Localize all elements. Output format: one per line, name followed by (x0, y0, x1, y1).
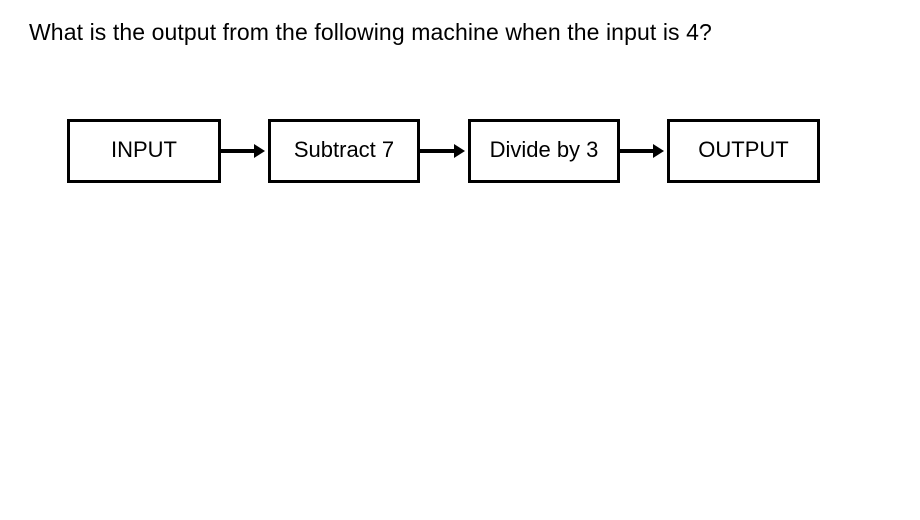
function-machine-diagram: INPUT Subtract 7 Divide by 3 OUTPUT (0, 0, 920, 220)
arrow-head-icon (454, 144, 465, 158)
machine-box-output-label: OUTPUT (698, 137, 789, 162)
flow-arrow-stage-2-to-output (620, 144, 667, 158)
machine-box-output: OUTPUT (667, 119, 820, 183)
arrow-head-icon (653, 144, 664, 158)
machine-box-input: INPUT (67, 119, 221, 183)
arrow-shaft (420, 149, 457, 153)
machine-box-divide-label: Divide by 3 (489, 137, 599, 162)
question-text: What is the output from the following ma… (29, 19, 712, 45)
machine-box-divide: Divide by 3 (468, 119, 620, 183)
flow-arrow-stage-1-to-stage-2 (420, 144, 468, 158)
machine-box-input-label: INPUT (111, 137, 177, 162)
arrow-shaft (221, 149, 257, 153)
machine-box-subtract: Subtract 7 (268, 119, 420, 183)
blank-work-area (0, 200, 920, 520)
flow-arrow-input-to-stage-1 (221, 144, 268, 158)
machine-box-subtract-label: Subtract 7 (293, 137, 395, 162)
arrow-shaft (620, 149, 656, 153)
arrow-head-icon (254, 144, 265, 158)
